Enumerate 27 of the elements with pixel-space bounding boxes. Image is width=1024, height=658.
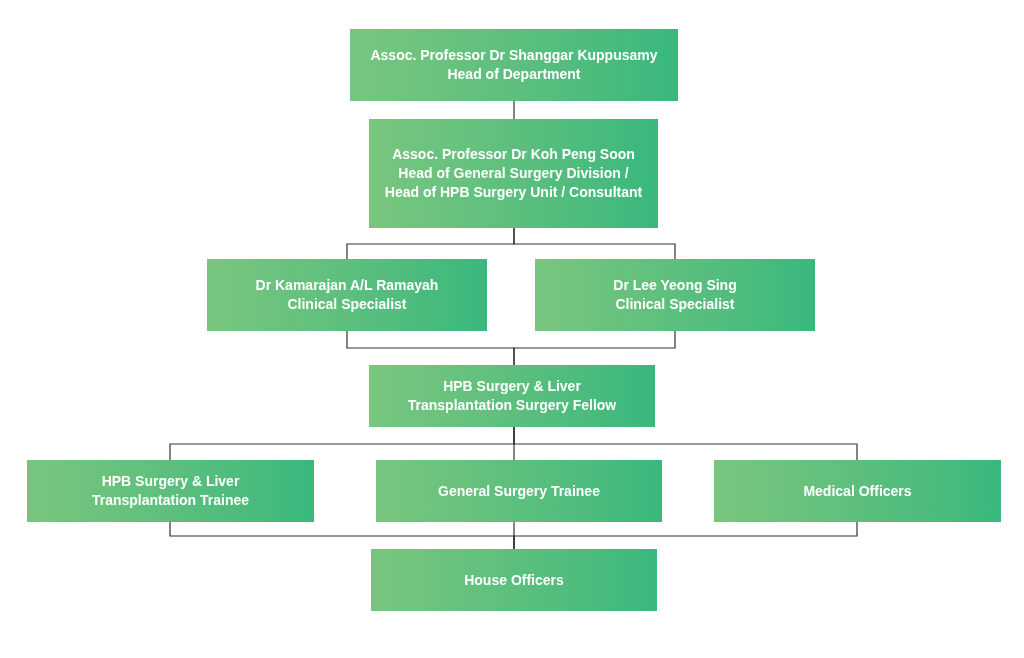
connector-line xyxy=(513,330,676,366)
name-text: Medical Officers xyxy=(803,481,912,501)
name-text: HPB Surgery & Liver Transplantation Surgery Fellow xyxy=(406,377,618,415)
role-box xyxy=(207,259,487,331)
role-box xyxy=(376,460,662,522)
connector-line xyxy=(513,426,858,461)
role-text: Head of General Surgery Division / Head of HPB Surgery Unit / Consultant xyxy=(383,164,644,202)
connector-line xyxy=(513,521,858,550)
connector-line xyxy=(513,100,515,120)
name-text: Assoc. Professor Dr Shanggar Kuppusamy xyxy=(370,46,658,65)
role-text: Clinical Specialist xyxy=(615,295,735,314)
role-box xyxy=(27,460,314,522)
name-text: Dr Kamarajan A/L Ramayah xyxy=(255,276,439,295)
name-text: HPB Surgery & Liver Transplantation Trainee xyxy=(90,472,251,510)
role-text: Clinical Specialist xyxy=(287,295,407,314)
connector-line xyxy=(513,227,676,260)
role-box xyxy=(535,259,815,331)
role-box xyxy=(350,29,678,101)
name-text: Dr Lee Yeong Sing xyxy=(613,276,737,295)
role-box xyxy=(371,549,657,611)
name-text: House Officers xyxy=(464,570,564,590)
role-box xyxy=(369,365,655,427)
role-box xyxy=(369,119,658,228)
role-text: Head of Department xyxy=(447,65,581,84)
name-text: General Surgery Trainee xyxy=(438,481,600,501)
role-box xyxy=(714,460,1001,522)
name-text: Assoc. Professor Dr Koh Peng Soon xyxy=(392,145,635,164)
